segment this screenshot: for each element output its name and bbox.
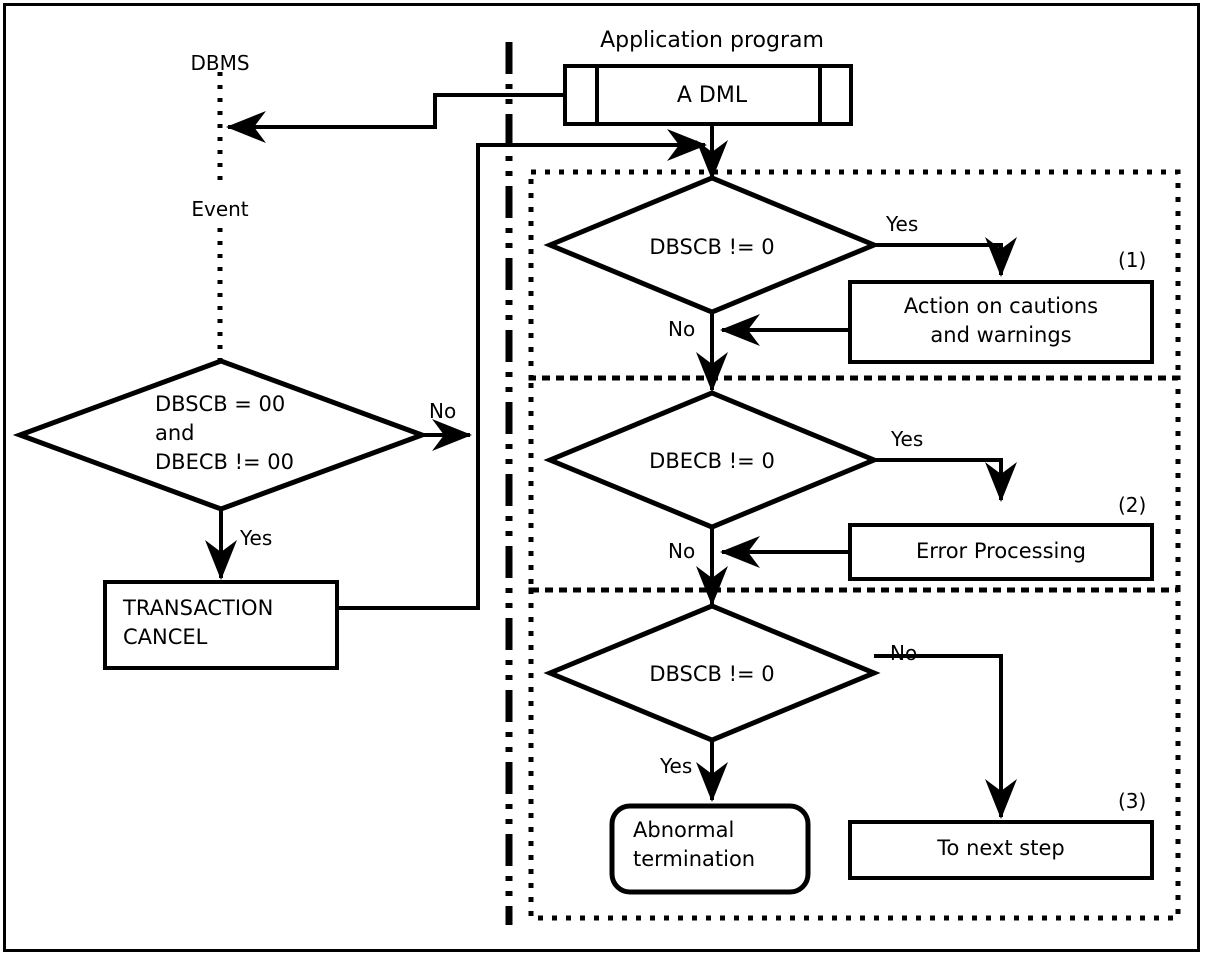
section2-decision-label: DBECB != 0: [649, 449, 775, 473]
dbms-label: DBMS: [190, 51, 250, 75]
section2-action-box: [848, 523, 1154, 581]
section1-action-line1: Action on cautions: [903, 294, 1099, 318]
section2-yes-path: [874, 458, 1017, 502]
section2-no-label: No: [668, 539, 696, 563]
section1-decision-label: DBSCB != 0: [649, 235, 775, 259]
section-3-boundary: [528, 587, 1181, 921]
section-2-boundary: [528, 375, 1181, 593]
section2-yes-label: Yes: [891, 427, 924, 451]
section1-tag: (1): [1118, 248, 1147, 272]
left-decision-diamond: [12, 358, 430, 512]
dml-to-dbms-connector: [226, 93, 565, 143]
section1-action-box: [848, 280, 1154, 364]
section2-tag: (2): [1118, 493, 1147, 517]
outer-border: [3, 3, 1200, 952]
section3-yes-label: Yes: [660, 754, 693, 778]
section1-no-label: No: [668, 317, 696, 341]
transaction-cancel-line2: CANCEL: [123, 625, 208, 649]
transaction-cancel-line1: TRANSACTION: [123, 596, 274, 620]
section2-action-line1: Error Processing: [916, 539, 1086, 563]
to-next-step-label: To next step: [937, 836, 1065, 860]
section3-decision-label: DBSCB != 0: [649, 662, 775, 686]
section1-yes-label: Yes: [886, 212, 919, 236]
section3-no-path: [874, 654, 1017, 819]
section1-yes-path: [874, 237, 1017, 277]
left-decision-line2: and: [155, 421, 195, 445]
application-program-title: Application program: [600, 28, 824, 53]
transaction-cancel-box: [103, 580, 339, 670]
transaction-cancel-feedback: [337, 129, 707, 610]
application-program-box: [563, 64, 853, 126]
abnormal-termination-line2: termination: [633, 847, 756, 871]
left-decision-yes-label: Yes: [240, 526, 273, 550]
left-decision-line1: DBSCB = 00: [155, 392, 286, 416]
left-decision-no-label: No: [429, 399, 457, 423]
left-decision-line3: DBECB != 00: [155, 450, 295, 474]
abnormal-termination-line1: Abnormal: [633, 818, 735, 842]
to-next-step-box: [848, 820, 1154, 880]
section1-action-line2: and warnings: [930, 323, 1072, 347]
abnormal-termination-box: [609, 803, 811, 895]
event-label: Event: [191, 197, 249, 221]
section3-decision-diamond: [543, 603, 881, 743]
section3-tag: (3): [1118, 789, 1147, 813]
dml-label: A DML: [676, 83, 748, 108]
section3-no-label: No: [890, 641, 918, 665]
